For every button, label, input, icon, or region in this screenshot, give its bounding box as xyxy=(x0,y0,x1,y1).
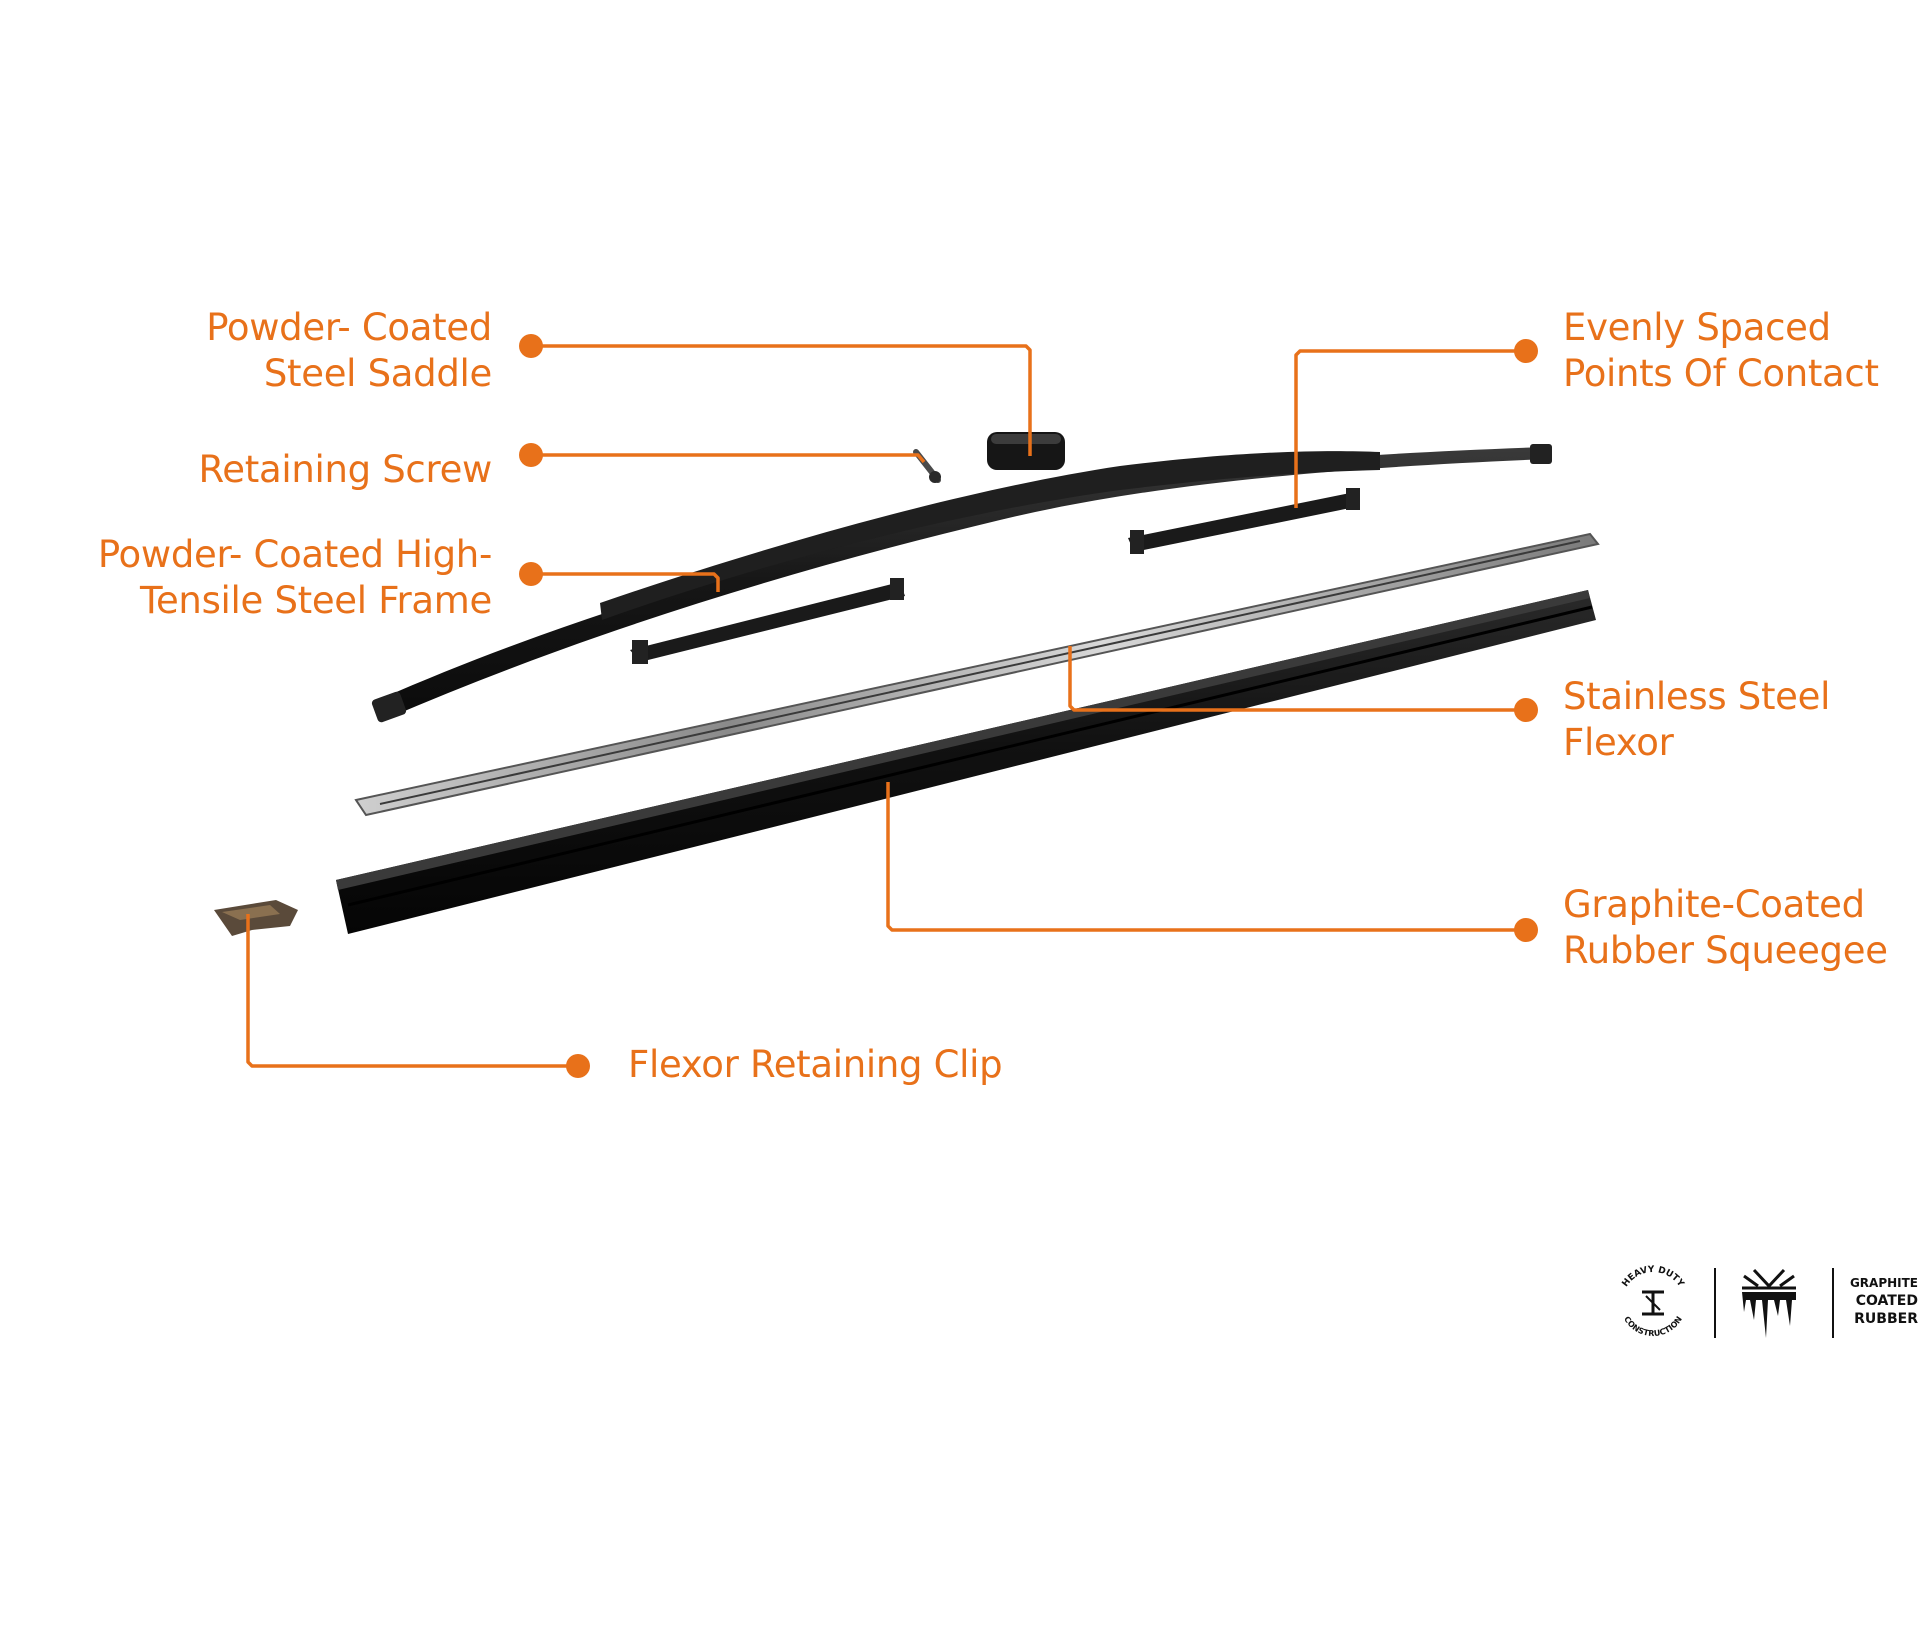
saddle-label-line2: Steel Saddle xyxy=(263,352,492,395)
frame-label-line2: Tensile Steel Frame xyxy=(139,579,492,622)
retaining-clip-part xyxy=(214,900,298,936)
squeegee-label: Graphite-Coated Rubber Squeegee xyxy=(1563,882,1888,974)
i-beam-icon xyxy=(1642,1290,1664,1316)
frame-dot xyxy=(519,562,543,586)
flexor-label: Stainless Steel Flexor xyxy=(1563,674,1830,766)
saddle-leader-line xyxy=(531,344,1032,456)
callout-leaders xyxy=(246,344,1526,1068)
flexor-dot xyxy=(1514,698,1538,722)
badge-divider-1 xyxy=(1714,1268,1716,1338)
contact-label: Evenly Spaced Points Of Contact xyxy=(1563,305,1879,397)
screw-label: Retaining Screw xyxy=(140,447,493,493)
badge-divider-2 xyxy=(1832,1268,1834,1338)
contact-dot xyxy=(1514,339,1538,363)
svg-text:HEAVY DUTY: HEAVY DUTY xyxy=(1621,1265,1686,1289)
squeegee-label-line2: Rubber Squeegee xyxy=(1563,929,1888,972)
saddle-dot xyxy=(519,334,543,358)
clip-dot xyxy=(566,1054,590,1078)
graphite-badge: GRAPHITE COATED RUBBER xyxy=(1840,1274,1918,1328)
steel-saddle-part xyxy=(987,432,1065,470)
rubber-squeegee-part xyxy=(336,590,1596,934)
frame-label-line1: Powder- Coated High- xyxy=(97,533,492,576)
saddle-label: Powder- Coated Steel Saddle xyxy=(140,305,492,397)
flexor-label-line1: Stainless Steel xyxy=(1563,675,1831,718)
screw-dot xyxy=(519,443,543,467)
heavy-duty-bottom-text: CONSTRUCTION xyxy=(1622,1315,1684,1338)
flexor-leader-line xyxy=(1068,646,1526,712)
callout-dots xyxy=(519,334,1538,1078)
clip-label: Flexor Retaining Clip xyxy=(628,1042,1003,1088)
frame-leader-line xyxy=(531,572,720,592)
svg-text:CONSTRUCTION: CONSTRUCTION xyxy=(1622,1315,1684,1338)
clip-leader-line xyxy=(246,914,578,1068)
steel-frame-part xyxy=(371,444,1552,723)
feature-badges: HEAVY DUTY CONSTRUCTION GRAPHITE xyxy=(1610,1262,1920,1344)
flexor-label-line2: Flexor xyxy=(1563,721,1674,764)
squeegee-label-line1: Graphite-Coated xyxy=(1563,883,1865,926)
frame-label: Powder- Coated High- Tensile Steel Frame xyxy=(40,532,492,624)
contact-label-line1: Evenly Spaced xyxy=(1563,306,1831,349)
screw-leader-line xyxy=(531,453,926,464)
stainless-flexor-part xyxy=(354,532,1600,817)
winter-badge xyxy=(1742,1268,1796,1338)
graphite-badge-line2: COATED xyxy=(1855,1293,1918,1309)
squeegee-leader-line xyxy=(886,782,1526,932)
heavy-duty-top-text: HEAVY DUTY xyxy=(1621,1265,1686,1289)
screw-label-line1: Retaining Screw xyxy=(198,448,493,491)
snowflake-icicle-icon xyxy=(1742,1268,1796,1290)
contact-label-line2: Points Of Contact xyxy=(1563,352,1879,395)
graphite-badge-line1: GRAPHITE xyxy=(1849,1276,1918,1290)
squeegee-dot xyxy=(1514,918,1538,942)
saddle-label-line1: Powder- Coated xyxy=(206,306,492,349)
heavy-duty-badge: HEAVY DUTY CONSTRUCTION xyxy=(1621,1265,1686,1338)
clip-label-line1: Flexor Retaining Clip xyxy=(628,1043,1003,1086)
contact-leader-line xyxy=(1294,349,1526,508)
graphite-badge-line3: RUBBER xyxy=(1854,1311,1918,1327)
